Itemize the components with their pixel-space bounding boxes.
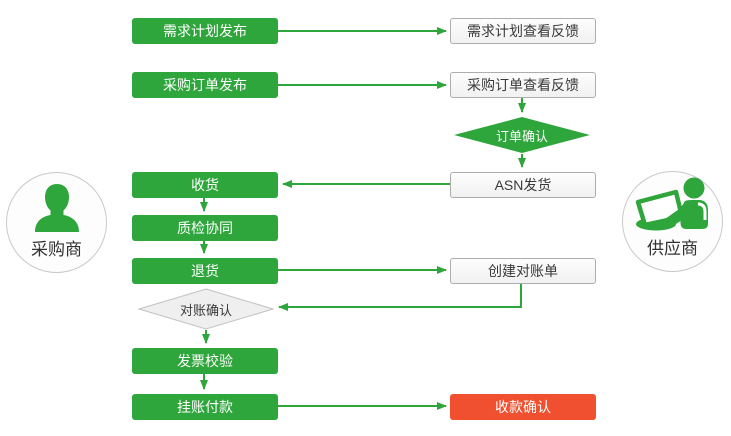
step-create-statement: 创建对账单 — [450, 258, 596, 284]
buyer-person-icon — [31, 182, 83, 232]
step-return-goods: 退货 — [132, 258, 278, 284]
decision-statement-confirm: 对账确认 — [138, 288, 274, 330]
supplier-actor-badge: 供应商 — [622, 171, 723, 272]
step-asn-ship: ASN发货 — [450, 172, 596, 198]
supplier-person-computer-icon — [634, 177, 712, 231]
step-demand-plan-feedback: 需求计划查看反馈 — [450, 18, 596, 44]
step-invoice-check: 发票校验 — [132, 348, 278, 374]
step-po-publish: 采购订单发布 — [132, 72, 278, 98]
step-receive-goods: 收货 — [132, 172, 278, 198]
buyer-label: 采购商 — [31, 240, 82, 259]
step-quality-collab: 质检协同 — [132, 215, 278, 241]
decision-statement-confirm-label: 对账确认 — [179, 302, 232, 318]
step-demand-plan-publish: 需求计划发布 — [132, 18, 278, 44]
step-receipt-confirm: 收款确认 — [450, 394, 596, 420]
diamond-shape — [454, 117, 590, 153]
supplier-label: 供应商 — [647, 239, 698, 258]
decision-order-confirm-label: 订单确认 — [495, 128, 548, 144]
diamond-shape — [138, 288, 274, 330]
step-po-feedback: 采购订单查看反馈 — [450, 72, 596, 98]
decision-order-confirm: 订单确认 — [453, 116, 591, 154]
step-payment-on-account: 挂账付款 — [132, 394, 278, 420]
buyer-actor-badge: 采购商 — [6, 172, 107, 273]
